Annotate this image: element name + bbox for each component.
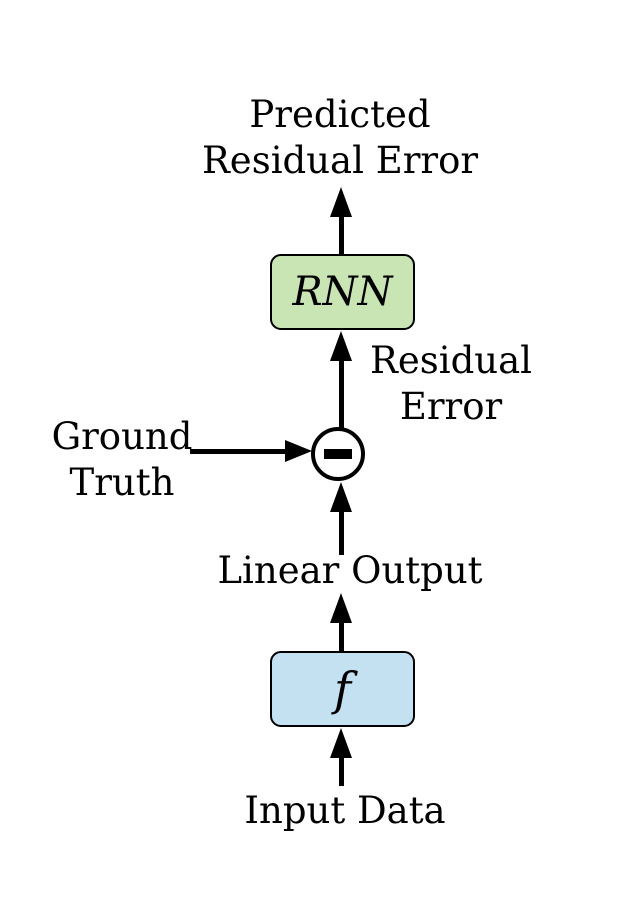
arrow-line [339, 214, 344, 255]
arrow-line [190, 449, 287, 454]
subtract-node [311, 427, 365, 481]
arrow-line [339, 755, 344, 786]
arrow-head-icon [330, 331, 352, 361]
label-predicted-residual-error: Predicted Residual Error [201, 93, 479, 182]
minus-icon [324, 449, 352, 459]
rnn-node-label: RNN [292, 269, 393, 315]
label-input-data: Input Data [244, 789, 446, 832]
f-node-label: f [333, 662, 352, 716]
label-residual-error: Residual Error [370, 339, 532, 428]
arrow-line [339, 358, 344, 428]
arrow-line [339, 620, 344, 652]
arrow-head-icon [330, 482, 352, 512]
arrow-head-icon [285, 440, 312, 462]
label-linear-output: Linear Output [217, 549, 483, 592]
arrow-line [339, 509, 344, 555]
f-node: f [270, 651, 415, 727]
label-ground-truth: Ground Truth [51, 415, 193, 504]
rnn-node: RNN [270, 254, 415, 330]
arrow-head-icon [330, 728, 352, 758]
arrow-head-icon [330, 593, 352, 623]
arrow-head-icon [330, 187, 352, 217]
